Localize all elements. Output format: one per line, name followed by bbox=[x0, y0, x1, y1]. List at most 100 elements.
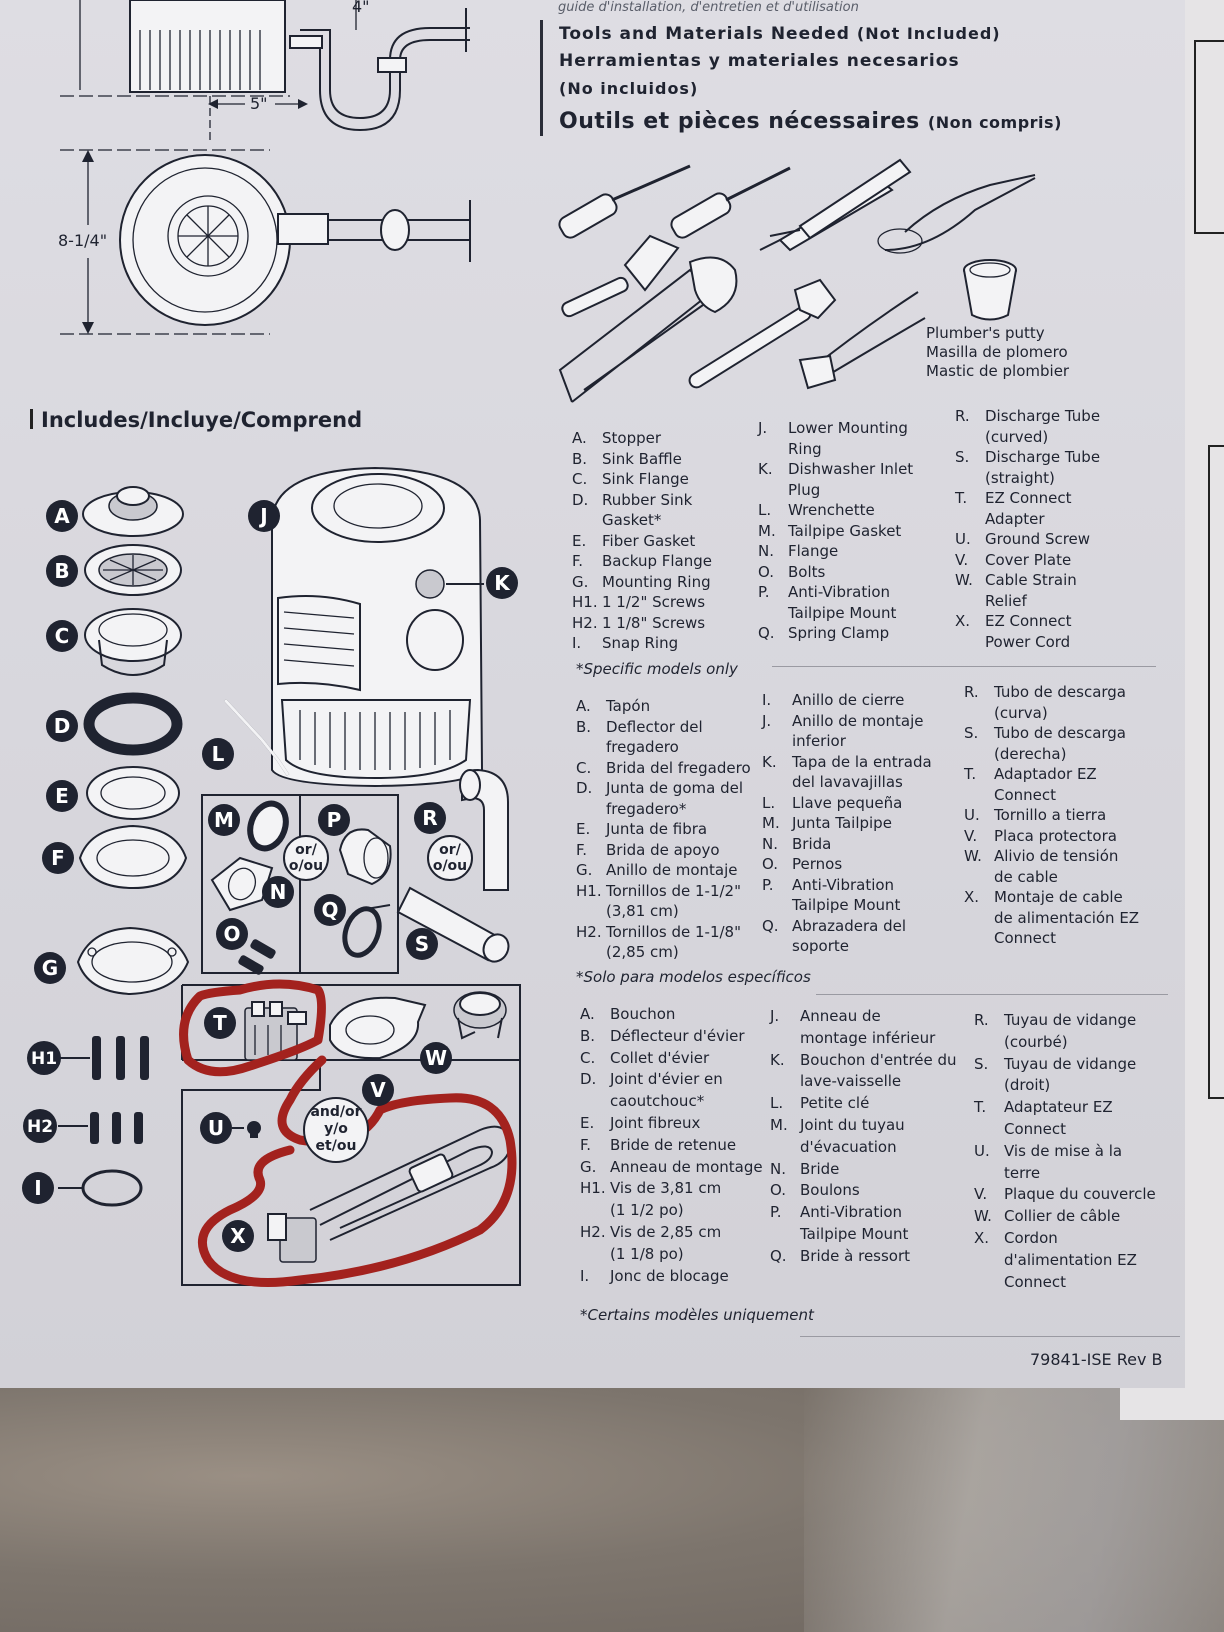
part-letter: X. bbox=[974, 1228, 990, 1247]
part-letter: U. bbox=[955, 530, 971, 548]
part-B-baffle-icon bbox=[84, 544, 182, 596]
part-list-item: (curva) bbox=[964, 703, 1139, 724]
callout-B: B bbox=[46, 555, 78, 587]
part-Q-spring-clamp-icon bbox=[342, 904, 391, 958]
part-list-item: M. Junta Tailpipe bbox=[762, 813, 932, 834]
part-letter: Q. bbox=[758, 624, 775, 642]
part-description: Connect bbox=[1004, 1119, 1067, 1138]
svg-text:N: N bbox=[270, 880, 287, 904]
part-H2-screws-icon bbox=[58, 1112, 143, 1144]
part-description: Tailpipe Mount bbox=[792, 896, 901, 914]
part-list-item: K.Tapa de la entrada bbox=[762, 752, 932, 773]
part-letter: B. bbox=[580, 1026, 596, 1045]
part-list-item: I.Anillo de cierre bbox=[762, 690, 932, 711]
part-description: Vis de 3,81 cm bbox=[610, 1179, 722, 1198]
parts-note-en: *Specific models only bbox=[576, 660, 738, 678]
parts-list-es-col3: R.Tubo de descarga(curva)S.Tubo de desca… bbox=[964, 682, 1139, 949]
part-list-item: W.Cable Strain bbox=[955, 570, 1100, 591]
part-letter bbox=[974, 1075, 1004, 1097]
part-letter: Q. bbox=[770, 1246, 787, 1265]
part-description: inferior bbox=[792, 732, 846, 750]
svg-text:L: L bbox=[212, 742, 225, 766]
part-description: (curved) bbox=[985, 427, 1049, 446]
callout-X: X bbox=[222, 1220, 254, 1252]
part-description: Anillo de cierre bbox=[792, 691, 905, 709]
part-description: Anti-Vibration bbox=[788, 583, 891, 601]
part-list-item: G.Mounting Ring bbox=[572, 572, 712, 593]
part-S-straight-tube-icon bbox=[396, 886, 510, 963]
wire-stripper-icon bbox=[759, 158, 912, 252]
part-letter: D. bbox=[580, 1070, 597, 1089]
hammer-icon bbox=[688, 278, 837, 389]
part-list-item: A.Tapón bbox=[576, 696, 751, 717]
part-list-item: (1 1/8 po) bbox=[580, 1244, 763, 1266]
part-letter: S. bbox=[955, 448, 970, 466]
part-letter bbox=[964, 928, 994, 949]
part-description: Collet d'évier bbox=[610, 1048, 710, 1067]
part-letter bbox=[576, 737, 606, 758]
part-list-item: (courbé) bbox=[974, 1032, 1156, 1054]
part-letter bbox=[955, 591, 985, 612]
part-description: (straight) bbox=[985, 468, 1055, 487]
callout-C: C bbox=[46, 620, 78, 652]
part-description: Anti-Vibration bbox=[800, 1203, 903, 1222]
part-list-item: G.Anillo de montaje bbox=[576, 860, 751, 881]
part-list-item: terre bbox=[974, 1163, 1156, 1185]
part-list-item: Gasket* bbox=[572, 510, 712, 531]
part-description: Relief bbox=[985, 591, 1027, 610]
part-description: 1 1/2" Screws bbox=[602, 593, 706, 611]
page-header: guide d'installation, d'entretien et d'u… bbox=[558, 0, 859, 15]
callout-F: F bbox=[42, 842, 74, 874]
dimension-width-label: 5" bbox=[250, 94, 268, 113]
part-description: Tailpipe Mount bbox=[788, 603, 897, 622]
part-list-item: D.Rubber Sink bbox=[572, 490, 712, 511]
part-description: Junta Tailpipe bbox=[792, 814, 892, 832]
part-list-item: W.Alivio de tensión bbox=[964, 846, 1139, 867]
part-letter bbox=[580, 1200, 610, 1222]
svg-text:et/ou: et/ou bbox=[316, 1138, 357, 1154]
part-description: Bouchon bbox=[610, 1005, 676, 1023]
part-letter bbox=[955, 468, 985, 489]
part-list-item: A.Bouchon bbox=[580, 1004, 763, 1026]
part-description: EZ Connect bbox=[985, 489, 1072, 507]
part-letter: M. bbox=[770, 1115, 788, 1134]
part-letter bbox=[974, 1250, 1004, 1272]
part-letter: J. bbox=[762, 711, 772, 730]
part-letter: L. bbox=[770, 1094, 784, 1113]
divider bbox=[800, 1336, 1180, 1337]
svg-text:and/or: and/or bbox=[310, 1104, 361, 1120]
part-letter: V. bbox=[974, 1185, 988, 1204]
part-list-item: P.Anti-Vibration bbox=[762, 875, 932, 896]
part-E-fiber-gasket-icon bbox=[86, 766, 180, 820]
part-description: (3,81 cm) bbox=[606, 902, 679, 920]
part-list-item: F.Bride de retenue bbox=[580, 1135, 763, 1157]
part-list-item: R.Discharge Tube bbox=[955, 406, 1100, 427]
part-list-item: (derecha) bbox=[964, 744, 1139, 765]
part-description: Power Cord bbox=[985, 632, 1071, 651]
callout-N: N bbox=[262, 876, 294, 908]
part-letter: D. bbox=[576, 779, 593, 797]
part-letter: A. bbox=[576, 697, 591, 715]
part-list-item: C.Collet d'évier bbox=[580, 1048, 763, 1070]
part-letter bbox=[770, 1071, 800, 1093]
callout-S: S bbox=[406, 928, 438, 960]
part-list-item: d'alimentation EZ bbox=[974, 1250, 1156, 1272]
dimension-top-label: 4" bbox=[352, 0, 370, 16]
part-list-item: Ring bbox=[758, 439, 913, 460]
part-letter: J. bbox=[758, 419, 768, 437]
part-description: (2,85 cm) bbox=[606, 943, 679, 961]
part-list-item: U.Ground Screw bbox=[955, 529, 1100, 550]
part-list-item: E.Fiber Gasket bbox=[572, 531, 712, 552]
part-letter: R. bbox=[974, 1011, 989, 1029]
part-W-cable-strain-relief-icon bbox=[453, 991, 507, 1040]
part-A-stopper-icon bbox=[82, 486, 184, 537]
part-F-backup-flange-icon bbox=[78, 824, 188, 890]
part-letter: M. bbox=[762, 814, 780, 832]
part-list-item: S.Tuyau de vidange bbox=[974, 1054, 1156, 1076]
part-list-item: J.Anillo de montaje bbox=[762, 711, 932, 732]
part-description: Petite clé bbox=[800, 1094, 870, 1113]
channel-lock-pliers-icon bbox=[798, 291, 926, 390]
svg-text:I: I bbox=[34, 1176, 41, 1200]
part-list-item: C.Brida del fregadero bbox=[576, 758, 751, 779]
